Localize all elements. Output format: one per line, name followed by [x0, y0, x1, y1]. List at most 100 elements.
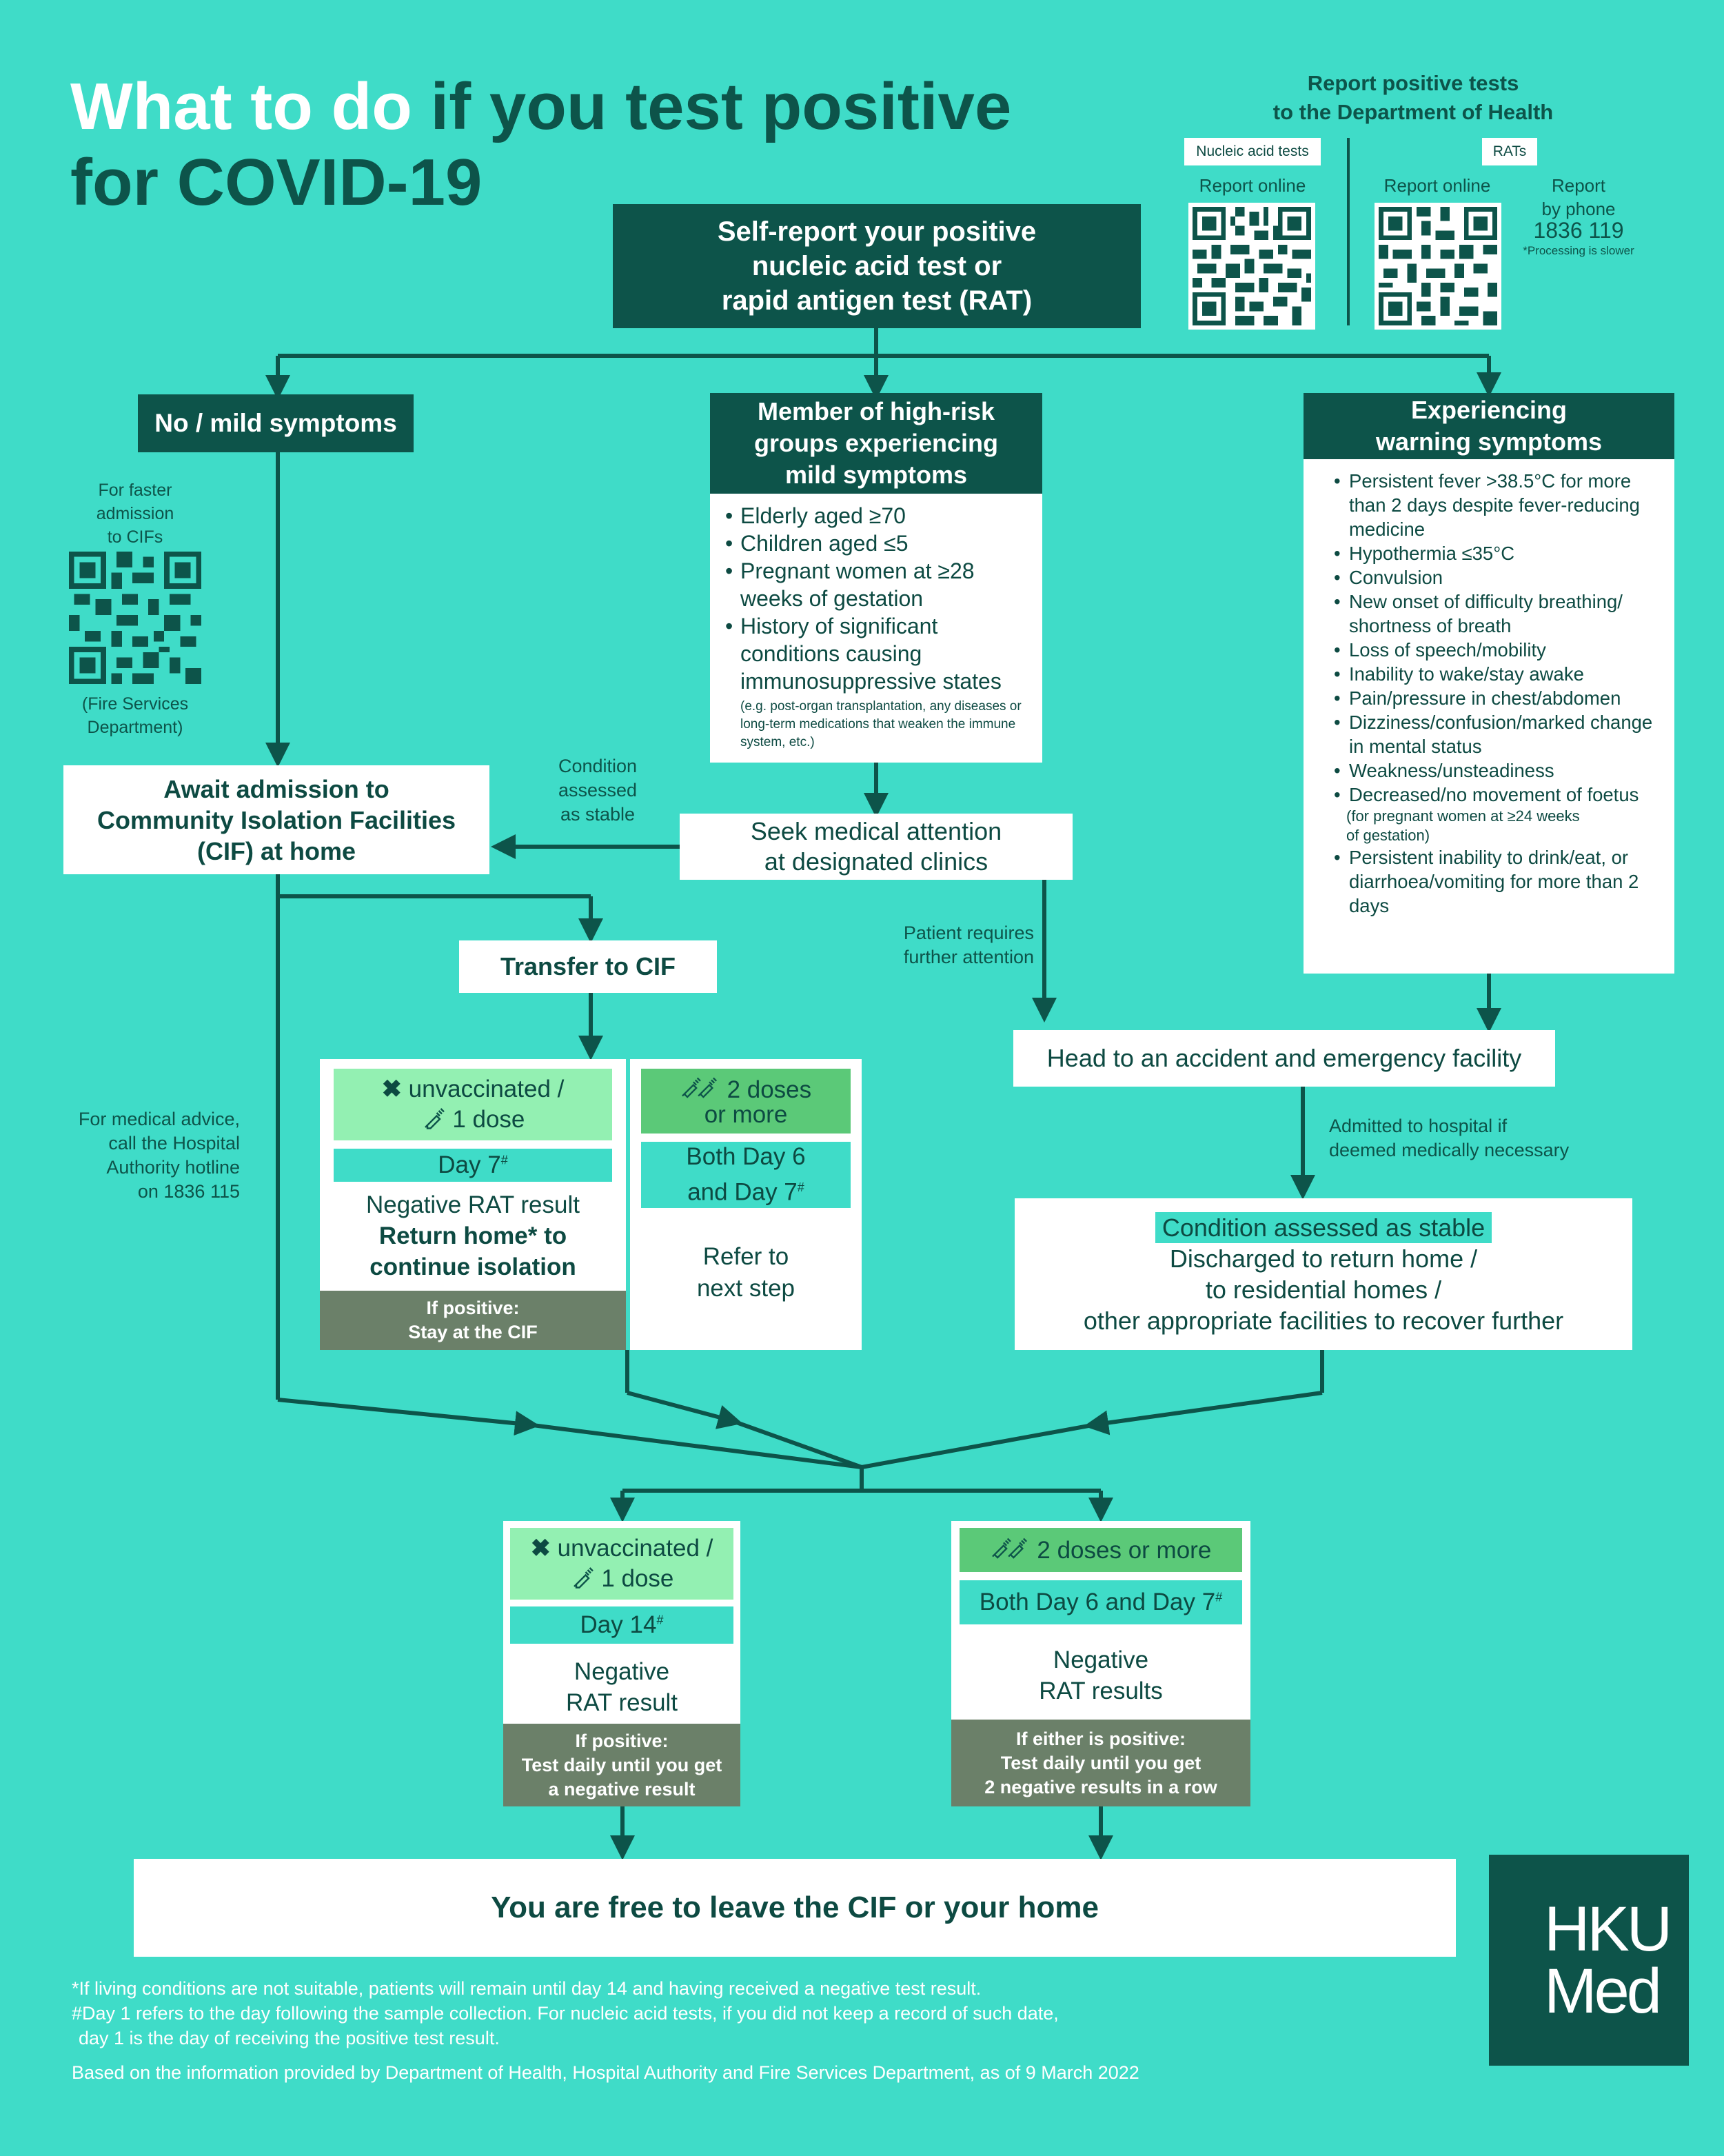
cif-unvacc-header: ✖ unvaccinated / 1 dose [334, 1069, 612, 1140]
self-report-line-3: rapid antigen test (RAT) [721, 285, 1033, 316]
faster-line-1: For faster [98, 481, 172, 500]
high-risk-header-line-2: groups experiencing [753, 429, 999, 457]
discharged-line-2: to residential homes / [1205, 1276, 1442, 1304]
home-vacc-header: 2 doses or more [960, 1528, 1242, 1572]
footnotes: *If living conditions are not suitable, … [72, 1976, 1478, 2085]
home-unvacc-positive-line-1: If positive: [575, 1730, 669, 1751]
home-unvacc-positive: If positive: Test daily until you get a … [503, 1724, 740, 1806]
home-unvacc-day-text: Day 14 [580, 1611, 657, 1638]
ha-hotline-note: For medical advice, call the Hospital Au… [41, 1107, 240, 1204]
list-item: Pregnant women at ≥28 weeks of gestation [725, 557, 1033, 612]
cross-icon: ✖ [381, 1076, 402, 1102]
list-item: Dizziness/confusion/marked change in men… [1334, 710, 1663, 758]
high-risk-header-line-3: mild symptoms [784, 461, 968, 489]
logo-line-1: HKU [1544, 1894, 1672, 1964]
list-item: Weakness/unsteadiness [1334, 758, 1663, 783]
list-item: Hypothermia ≤35°C [1334, 541, 1663, 565]
syringe-icon [421, 1106, 453, 1133]
cif-unvacc-day: Day 7# [334, 1149, 612, 1182]
syringe-icon [570, 1565, 602, 1592]
patient-requires-line-1: Patient requires [903, 923, 1034, 943]
discharged-line-1: Discharged to return home / [1169, 1245, 1478, 1273]
transfer-cif-box: Transfer to CIF [459, 940, 717, 993]
home-vacc-day-text: Both Day 6 and Day 7 [979, 1589, 1216, 1615]
title-part-dark: if you test positive [430, 70, 1012, 143]
high-risk-list-box: Elderly aged ≥70 Children aged ≤5 Pregna… [710, 494, 1042, 763]
syringe-icon [680, 1076, 727, 1103]
condition-stable-line-2: assessed [558, 780, 638, 800]
foetus-note: (for pregnant women at ≥24 weeks of gest… [1346, 807, 1663, 845]
cif-unvaccinated-box: ✖ unvaccinated / 1 dose Day 7# Negative … [320, 1059, 626, 1350]
ha-hotline-line-3: Authority hotline [106, 1157, 240, 1178]
cif-vacc-next-line-1: Refer to [702, 1243, 789, 1270]
patient-requires-line-2: further attention [903, 947, 1034, 967]
home-vacc-result-line-1: Negative [1053, 1646, 1149, 1673]
home-unvacc-day: Day 14# [510, 1606, 733, 1644]
await-cif-line-1: Await admission to [163, 774, 389, 803]
admitted-label: Admitted to hospital if deemed medically… [1329, 1114, 1632, 1162]
condition-stable-tag: Condition assessed as stable [1155, 1212, 1492, 1243]
home-unvacc-positive-line-3: a negative result [548, 1778, 696, 1800]
home-vacc-result: Negative RAT results [951, 1634, 1250, 1717]
qr-code-icon[interactable] [69, 552, 201, 684]
self-report-line-2: nucleic acid test or [751, 251, 1002, 281]
no-mild-symptoms-box: No / mild symptoms [138, 394, 414, 452]
self-report-line-1: Self-report your positive [717, 216, 1037, 247]
list-item: Persistent inability to drink/eat, or di… [1334, 845, 1663, 918]
cif-unvacc-header-line-1: unvaccinated / [408, 1076, 565, 1102]
cif-vacc-header-line-2: or more [704, 1100, 788, 1128]
condition-stable-line-3: as stable [560, 804, 636, 825]
ha-hotline-line-4: on 1836 115 [137, 1181, 240, 1202]
cif-unvacc-day-sup: # [500, 1153, 508, 1167]
report-heading-line-2: to the Department of Health [1272, 100, 1554, 124]
ha-hotline-line-1: For medical advice, [78, 1109, 240, 1129]
home-vacc-positive-line-2: Test daily until you get [1000, 1752, 1201, 1773]
qr-code-icon[interactable] [1188, 203, 1315, 330]
report-heading-line-1: Report positive tests [1307, 71, 1519, 95]
cif-unvacc-positive: If positive: Stay at the CIF [320, 1291, 626, 1350]
phone-report-label: Report by phone [1510, 174, 1647, 221]
admitted-line-2: deemed medically necessary [1329, 1140, 1570, 1160]
discharged-box: Condition assessed as stable Discharged … [1015, 1198, 1632, 1350]
report-divider [1347, 138, 1350, 325]
patient-requires-label: Patient requires further attention [855, 921, 1034, 969]
faster-admission-note: For faster admission to CIFs [66, 478, 204, 549]
fsd-line-2: Department) [87, 718, 183, 737]
footnote-2-line-1: #Day 1 refers to the day following the s… [72, 2003, 1059, 2024]
qr-code-icon[interactable] [1375, 203, 1501, 330]
cif-vacc-day-line-2: and Day 7 [687, 1178, 798, 1206]
source-note: Based on the information provided by Dep… [72, 2062, 1139, 2083]
home-unvacc-result-line-1: Negative [574, 1658, 670, 1685]
title-line-2: for COVID-19 [70, 145, 483, 219]
home-vacc-positive: If either is positive: Test daily until … [951, 1720, 1250, 1806]
phone-label-line-2: by phone [1541, 199, 1616, 219]
cif-vacc-next: Refer to next step [630, 1231, 862, 1314]
title-part-white: What to do [70, 70, 431, 143]
home-unvacc-header: ✖ unvaccinated / 1 dose [510, 1528, 733, 1600]
free-to-leave-box: You are free to leave the CIF or your ho… [134, 1859, 1456, 1957]
cif-vacc-header-line-1: 2 doses [727, 1076, 812, 1103]
home-vacc-day: Both Day 6 and Day 7# [960, 1580, 1242, 1624]
foetus-note-line-1: (for pregnant women at ≥24 weeks [1346, 807, 1580, 825]
logo-line-2: Med [1544, 1956, 1662, 2026]
home-vacc-result-line-2: RAT results [1039, 1678, 1163, 1704]
high-risk-note: (e.g. post-organ transplantation, any di… [740, 699, 1022, 749]
cif-vacc-header: 2 doses or more [641, 1069, 851, 1134]
report-heading: Report positive tests to the Department … [1172, 69, 1654, 127]
home-unvacc-result: Negative RAT result [503, 1649, 740, 1725]
home-unvaccinated-box: ✖ unvaccinated / 1 dose Day 14# Negative… [503, 1521, 740, 1806]
cif-unvacc-result: Negative RAT result Return home* to cont… [320, 1187, 626, 1284]
cif-vacc-next-line-2: next step [696, 1275, 795, 1302]
cross-icon: ✖ [530, 1535, 551, 1562]
list-item: Persistent fever >38.5°C for more than 2… [1334, 469, 1663, 541]
ae-box: Head to an accident and emergency facili… [1013, 1030, 1555, 1087]
cif-unvacc-day-text: Day 7 [438, 1151, 501, 1178]
faster-line-2: admission [96, 504, 174, 523]
await-cif-line-3: (CIF) at home [197, 836, 356, 865]
high-risk-header: Member of high-risk groups experiencing … [710, 393, 1042, 494]
home-unvacc-day-sup: # [656, 1613, 664, 1627]
cif-vacc-day-line-1: Both Day 6 [686, 1143, 806, 1171]
fire-services-note: (Fire Services Department) [66, 692, 204, 739]
condition-stable-label: Condition assessed as stable [532, 754, 663, 827]
home-unvacc-header-line-1: unvaccinated / [557, 1535, 713, 1562]
